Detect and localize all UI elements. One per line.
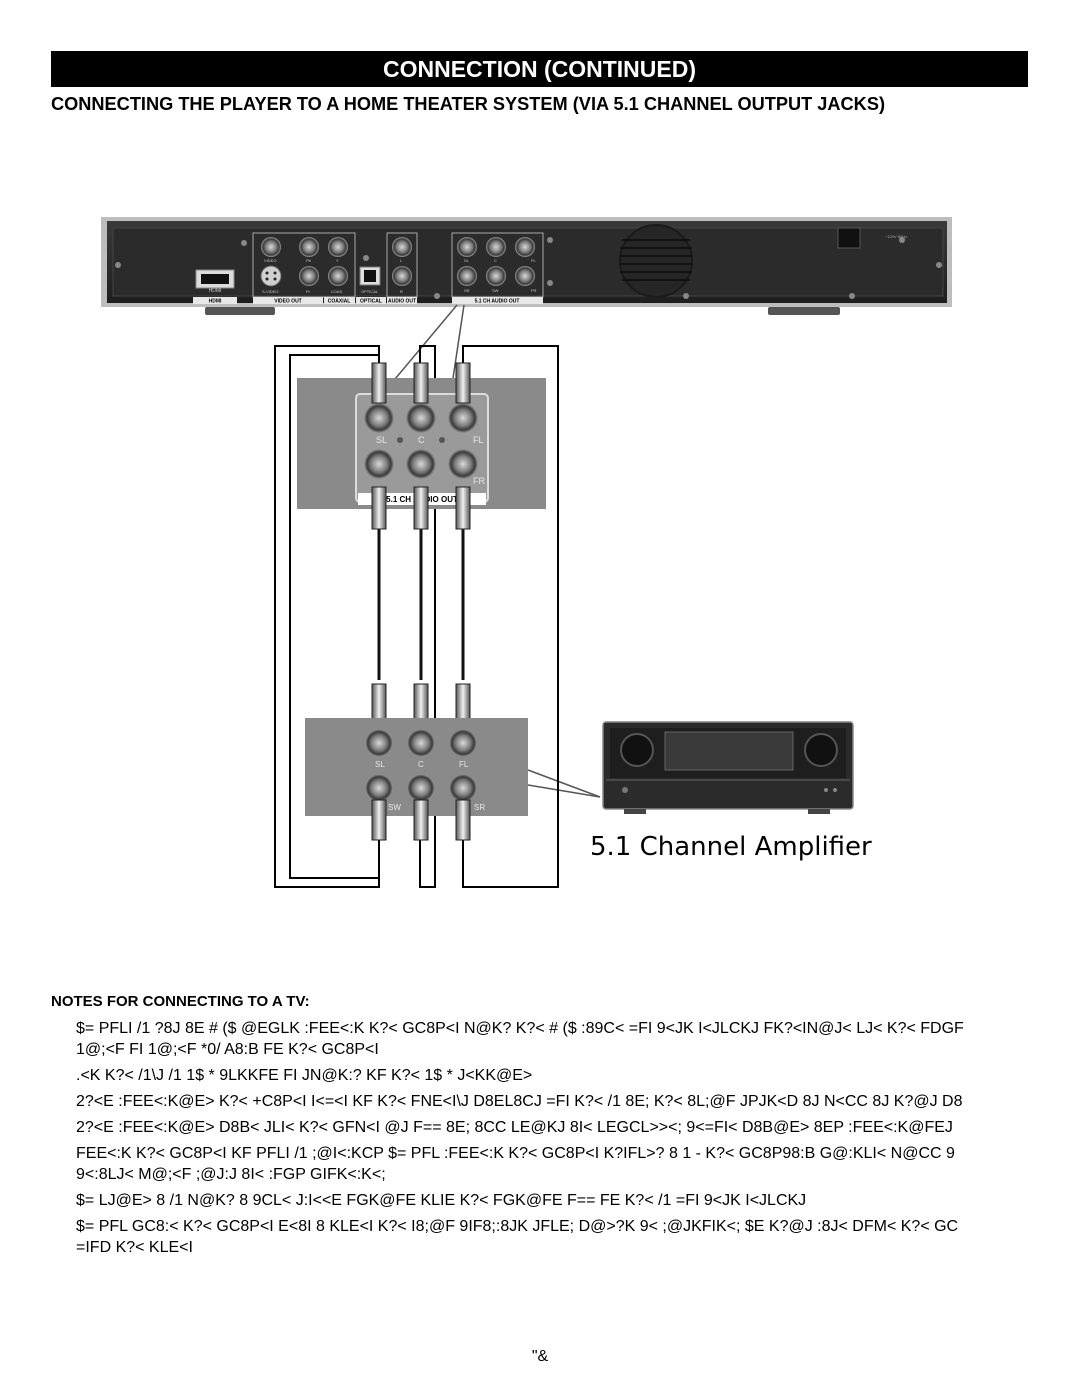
panel-screws: [115, 237, 942, 299]
panel-sl-label: SL: [464, 258, 470, 263]
section-title: CONNECTION (CONTINUED): [382, 55, 697, 82]
note-item: W 2?<E :FEE<:K@E> D8B< JLI< K?< GFN<I @J…: [40, 1117, 1080, 1138]
amplifier-illustration: [602, 721, 854, 814]
amplifier-caption: 5.1 Channel Amplifier: [590, 832, 872, 862]
note-text-continued: 9<:8LJ< M@;<F ;@J:J 8I< :FGP GIFK<:K<;: [76, 1166, 386, 1183]
cable-routes: [274, 345, 559, 888]
notes-heading: NOTES FOR CONNECTING TO A TV:: [51, 993, 310, 1010]
panel-fr-label: FR: [531, 288, 536, 293]
pb-jack-label: Pb: [306, 258, 312, 263]
power-label: ~120V 60Hz: [885, 234, 907, 239]
video-out-jacks: VIDEO Pb Y S-VIDEO Pr COAX: [252, 232, 356, 298]
note-item: W $= PFL GC8:< K?< GC8P<I E<8I 8 KLE<I K…: [40, 1216, 1080, 1258]
svideo-jack-label: S-VIDEO: [262, 289, 278, 294]
closeup-top-sl-label: SL: [376, 435, 387, 445]
note-text: $= PFLI /1 ?8J 8E # ($ @EGLK :FEE<:K K?<…: [76, 1020, 964, 1037]
closeup-bottom-sw-label: SW: [388, 803, 401, 812]
closeup-bottom-fl-label: FL: [459, 760, 469, 769]
page-subtitle: CONNECTING THE PLAYER TO A HOME THEATER …: [51, 94, 886, 114]
note-item: W 2?<E :FEE<:K@E> K?< +C8P<I I<=<I KF K?…: [40, 1091, 1080, 1112]
closeup-top-fr-label: FR: [473, 476, 485, 486]
fan-grille: [619, 224, 693, 298]
audio-l-label: L: [400, 258, 403, 263]
video-out-label: VIDEO OUT: [274, 299, 302, 305]
amplifier-left-knob: [620, 733, 654, 767]
hdmi-port-label: HDMI: [209, 288, 222, 294]
note-item: W .<K K?< /1\J /1 1$ * 9LKKFE FI JN@K:? …: [40, 1065, 1080, 1086]
amplifier-right-knob: [804, 733, 838, 767]
video-jack-label: VIDEO: [264, 258, 276, 263]
panel-label-bar: HDMI VIDEO OUT COAXIAL OPTICAL AUDIO OUT…: [193, 297, 543, 305]
note-text: 2?<E :FEE<:K@E> D8B< JLI< K?< GFN<I @J F…: [76, 1119, 953, 1136]
panel-sr-label: SR: [464, 288, 470, 293]
closeup-bottom-c-label: C: [418, 760, 424, 769]
note-text: 2?<E :FEE<:K@E> K?< +C8P<I I<=<I KF K?< …: [76, 1093, 963, 1110]
closeup-top-fl-label: FL: [473, 435, 484, 445]
note-item: W $= PFLI /1 ?8J 8E # ($ @EGLK :FEE<:K K…: [40, 1018, 1080, 1060]
note-text-continued: 1@;<F FI 1@;<F *0/ A8:B FE K?< GC8P<I: [76, 1041, 379, 1058]
closeup-bottom: SL C FL SW SR: [305, 718, 528, 841]
hdmi-label: HDMI: [209, 299, 222, 305]
note-text: $= PFL GC8:< K?< GC8P<I E<8I 8 KLE<I K?<…: [76, 1218, 959, 1235]
player-rear-panel: HDMI VIDEO Pb Y S-VIDEO Pr COAX OPTICAL: [101, 217, 952, 315]
closeup-top-c-label: C: [418, 435, 425, 445]
note-item: W FEE<:K K?< GC8P<I KF PFLI /1 ;@I<:KCP …: [40, 1143, 1080, 1185]
amplifier-display: [664, 731, 794, 771]
closeup-bottom-sr-label: SR: [474, 803, 485, 812]
note-item: W $= LJ@E> 8 /1 N@K? 8 9CL< J:I<<E FGK@F…: [40, 1190, 1080, 1211]
ch51-out-label: 5.1 CH AUDIO OUT: [475, 299, 520, 305]
right-foot: [768, 307, 840, 315]
panel-sw-label: SW: [492, 288, 499, 293]
note-text: .<K K?< /1\J /1 1$ * 9LKKFE FI JN@K:? KF…: [76, 1067, 533, 1084]
hdmi-port: HDMI: [195, 269, 235, 294]
notes-list: W $= PFLI /1 ?8J 8E # ($ @EGLK :FEE<:K K…: [40, 1018, 1080, 1263]
panel-fl-label: FL: [531, 258, 536, 263]
note-text: $= LJ@E> 8 /1 N@K? 8 9CL< J:I<<E FGK@FE …: [76, 1192, 807, 1209]
cables-and-plugs: [371, 362, 471, 727]
section-header-bar: CONNECTION (CONTINUED): [51, 51, 1028, 87]
note-text: FEE<:K K?< GC8P<I KF PFLI /1 ;@I<:KCP $=…: [76, 1145, 955, 1162]
optical-label: OPTICAL: [360, 299, 382, 305]
audio-r-label: R: [400, 289, 403, 294]
coaxial-label: COAXIAL: [328, 299, 351, 305]
panel-c-label: C: [494, 258, 497, 263]
audio-out-label: AUDIO OUT: [388, 299, 416, 305]
y-jack-label: Y: [336, 258, 339, 263]
left-foot: [205, 307, 275, 315]
connection-diagram: HDMI VIDEO Pb Y S-VIDEO Pr COAX OPTICAL: [101, 217, 952, 888]
closeup-bottom-sl-label: SL: [375, 760, 385, 769]
optical-port: OPTICAL: [359, 266, 381, 294]
ch51-out-jacks: SL C FL SR SW FR: [451, 232, 544, 298]
note-text-continued: =IFD K?< KLE<I: [76, 1239, 193, 1256]
optical-jack-label: OPTICAL: [361, 289, 379, 294]
pr-jack-label: Pr: [306, 289, 311, 294]
page-number: "&: [531, 1348, 549, 1365]
coax-jack-label: COAX: [331, 289, 343, 294]
power-cord-socket: ~120V 60Hz: [837, 227, 907, 249]
